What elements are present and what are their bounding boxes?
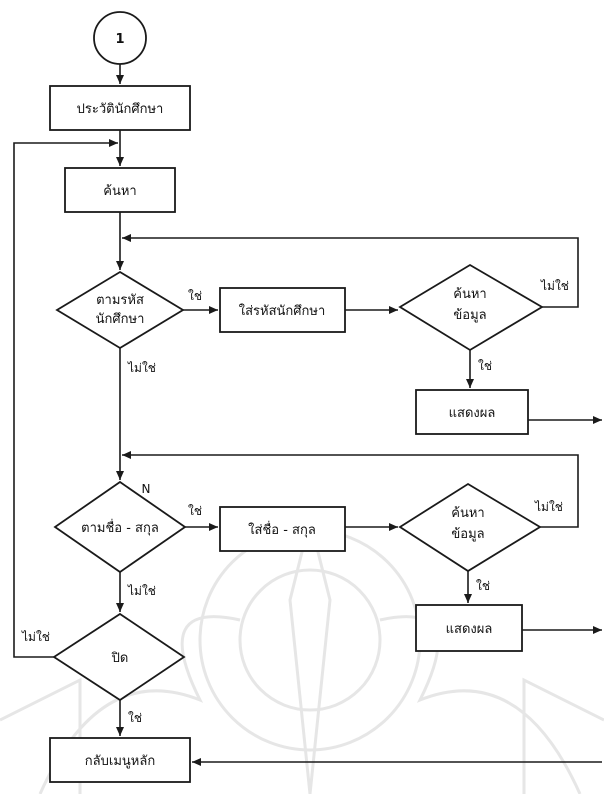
- edge-byname-no-label: ไม่ใช่: [127, 584, 156, 598]
- edge-close-yes-label: ใช่: [128, 711, 142, 725]
- node-enter-id-label: ใส่รหัสนักศึกษา: [239, 303, 326, 319]
- node-back-main-label: กลับเมนูหลัก: [85, 754, 155, 769]
- decision-find1-line1: ค้นหา: [453, 287, 486, 302]
- node-back-to-main-menu: กลับเมนูหลัก: [49, 737, 191, 783]
- node-search: ค้นหา: [64, 167, 176, 213]
- node-enter-name-label: ใส่ชื่อ - สกุล: [248, 521, 316, 538]
- node-show1-label: แสดงผล: [449, 406, 496, 421]
- decision-close: ปิด: [52, 612, 186, 702]
- node-enter-name: ใส่ชื่อ - สกุล: [219, 506, 346, 552]
- edge-find1-yes-label: ใช่: [478, 359, 492, 373]
- start-connector: 1: [93, 11, 147, 65]
- decision-find2-line1: ค้นหา: [451, 506, 484, 521]
- decision-by-id-line2: นักศึกษา: [96, 312, 145, 327]
- edge-close-no-label: ไม่ใช่: [21, 630, 50, 644]
- edge-find1-no-loop: [122, 234, 579, 308]
- decision-close-label: ปิด: [111, 651, 129, 666]
- edge-byname-yes-label: ใช่: [188, 504, 202, 518]
- edge-find2-no-label: ไม่ใช่: [534, 500, 563, 514]
- decision-by-name-label: ตามชื่อ - สกุล: [81, 519, 159, 536]
- decision-by-student-id: ตามรหัส นักศึกษา: [55, 270, 185, 350]
- connector-label: 1: [115, 32, 124, 47]
- decision-by-id-line1: ตามรหัส: [96, 293, 144, 308]
- node-enter-student-id: ใส่รหัสนักศึกษา: [219, 287, 346, 333]
- edge-close-no-loop: [13, 139, 118, 658]
- edge-find2-no-loop: [122, 451, 579, 528]
- node-student-history-label: ประวัตินักศึกษา: [77, 102, 164, 117]
- edge-byid-yes-label: ใช่: [188, 289, 202, 303]
- node-show-result-2: แสดงผล: [415, 604, 523, 652]
- edge-find1-no-label: ไม่ใช่: [540, 279, 569, 293]
- edge-byid-no-label: ไม่ใช่: [127, 361, 156, 375]
- node-student-history: ประวัตินักศึกษา: [49, 85, 191, 131]
- decision-find-data-2: ค้นหา ข้อมูล: [398, 482, 542, 573]
- node-show-result-1: แสดงผล: [415, 389, 529, 435]
- decision-by-name-mark: N: [142, 482, 151, 496]
- decision-find1-line2: ข้อมูล: [453, 308, 486, 323]
- edge-find2-yes-label: ใช่: [476, 579, 490, 593]
- decision-find-data-1: ค้นหา ข้อมูล: [398, 263, 544, 352]
- decision-by-name: N ตามชื่อ - สกุล: [53, 480, 187, 574]
- decision-find2-line2: ข้อมูล: [451, 527, 484, 542]
- node-search-label: ค้นหา: [103, 184, 136, 199]
- node-show2-label: แสดงผล: [446, 622, 493, 637]
